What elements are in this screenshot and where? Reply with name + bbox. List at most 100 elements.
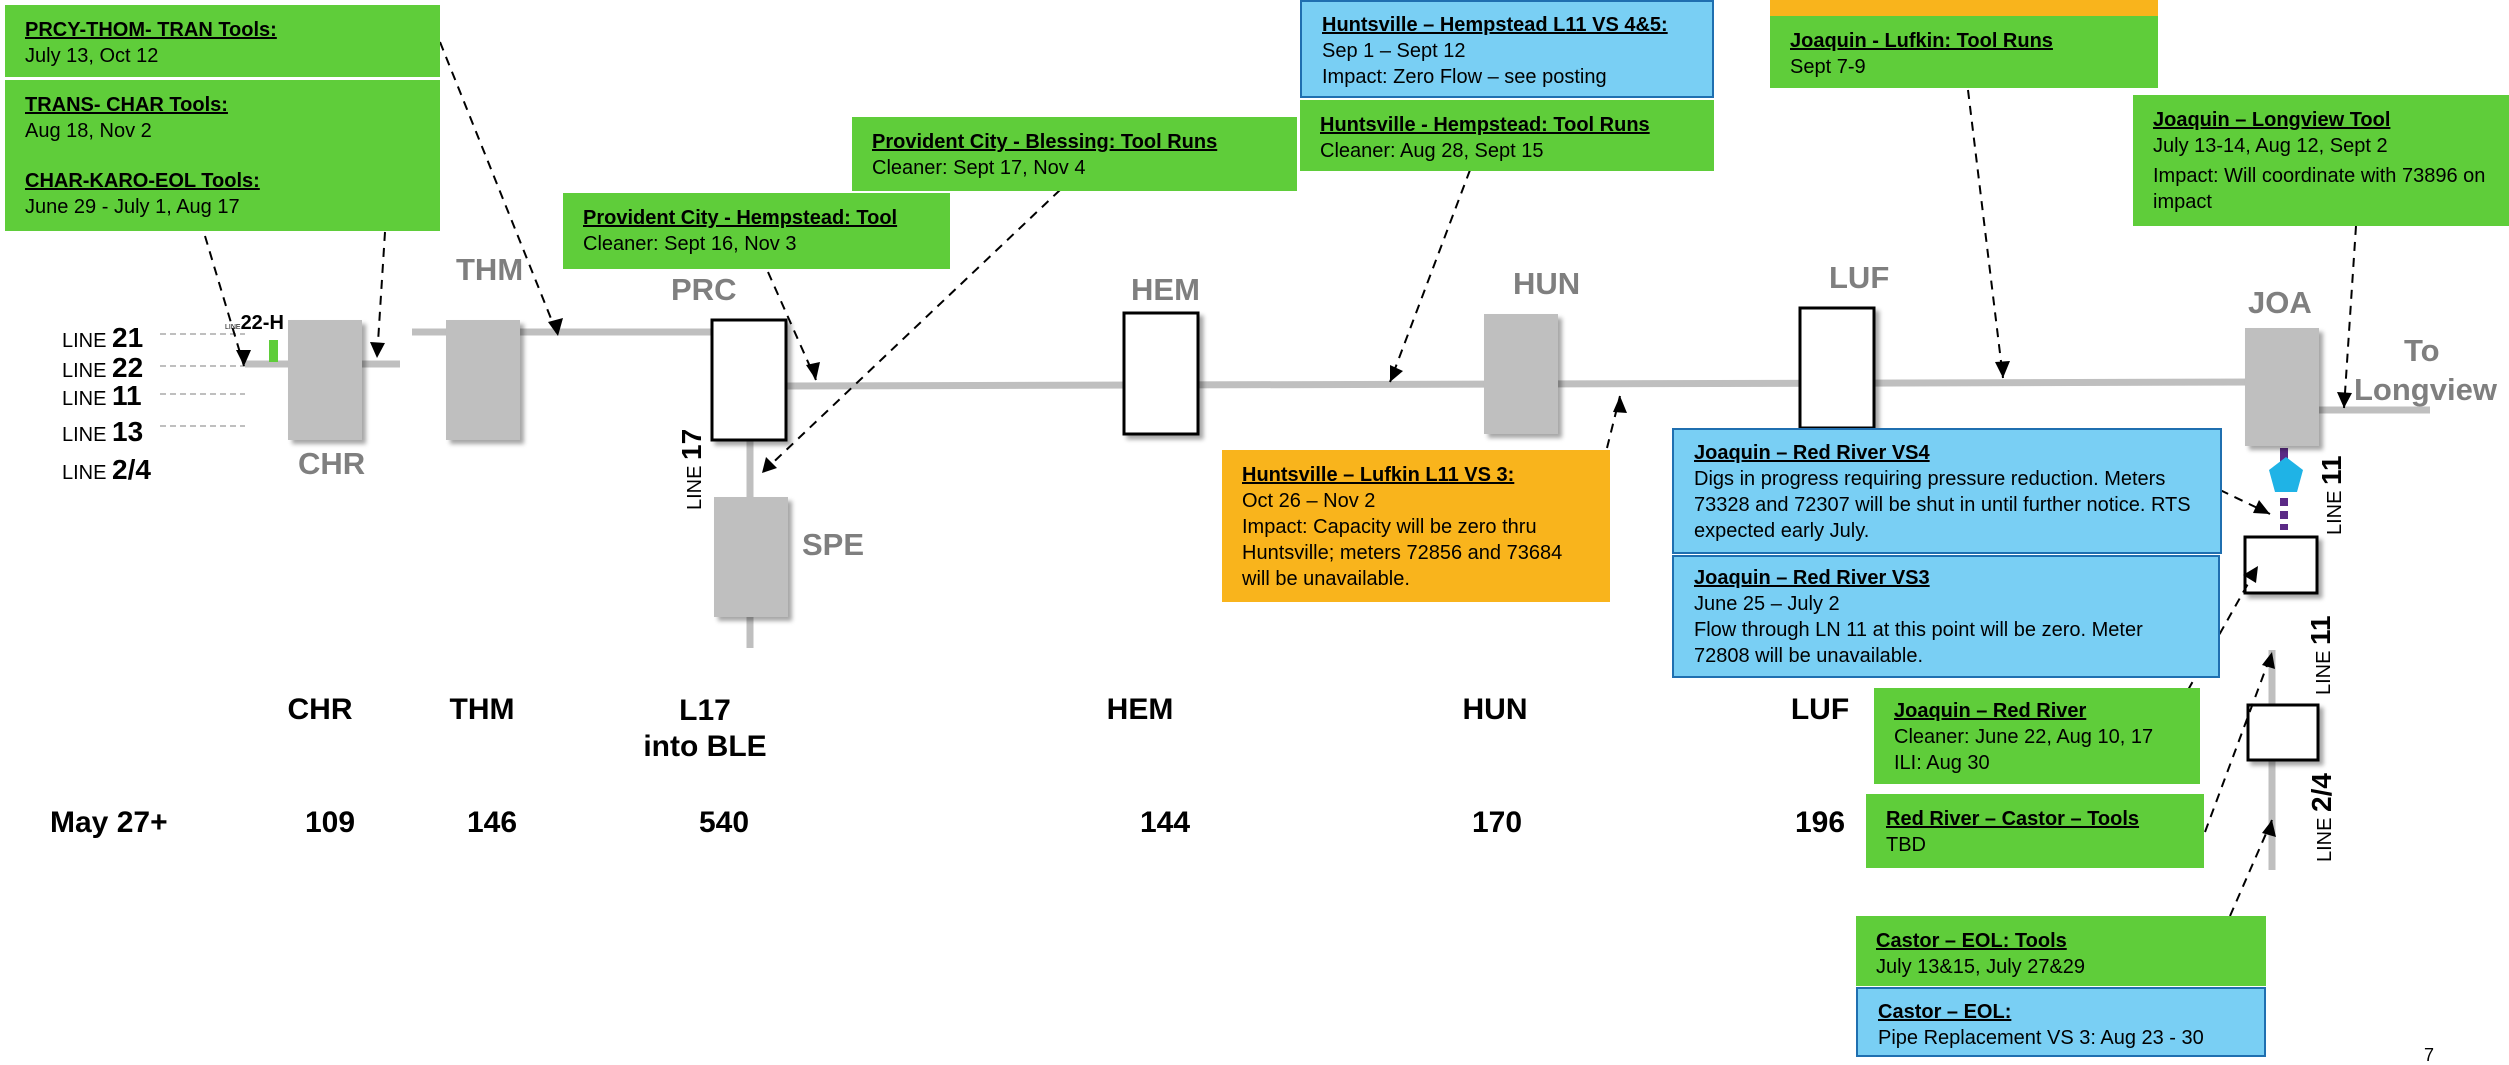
line-17-label: LINE 17 — [676, 429, 708, 510]
line-prefix: LINE — [2324, 490, 2346, 535]
callout-title: CHAR-KARO-EOL Tools: — [25, 170, 260, 192]
line-prefix: LINE — [2314, 817, 2336, 862]
callout-arrows — [204, 41, 2357, 917]
line-number: 2/4 — [2306, 773, 2337, 812]
line-prefix: LINE — [2313, 650, 2335, 695]
callout-title: Huntsville - Hempstead: Tool Runs — [1320, 114, 1650, 136]
callout-provident-blessing: Provident City - Blessing: Tool Runs Cle… — [852, 117, 1297, 191]
callout-joaquin-red-river: Joaquin – Red River Cleaner: June 22, Au… — [1874, 688, 2200, 784]
callout-title: Joaquin – Longview Tool — [2153, 109, 2391, 131]
station-spe — [714, 497, 788, 617]
station-label-luf: LUF — [1829, 260, 1890, 295]
line-prefix: LINE — [62, 462, 107, 484]
callout-huntsville-hempstead-vs: Huntsville – Hempstead L11 VS 4&5: Sep 1… — [1300, 0, 1714, 98]
callout-line: Impact: Zero Flow – see posting — [1322, 66, 1607, 88]
line-number: 21 — [112, 322, 144, 353]
capacity-thm: 146 — [466, 806, 518, 839]
capacity-hem: 144 — [1139, 806, 1191, 839]
callout-line: Cleaner: June 22, Aug 10, 17 — [1894, 726, 2154, 748]
destination-label-to: To — [2404, 333, 2440, 368]
line-number: 22 — [112, 352, 144, 383]
line-prefix: LINE — [62, 330, 107, 352]
line-number: 11 — [112, 380, 142, 411]
line-label-13: LINE 13 — [62, 416, 143, 448]
callout-prcy-thom-tran: PRCY-THOM- TRAN Tools: July 13, Oct 12 — [5, 5, 440, 77]
callout-line: July 13-14, Aug 12, Sept 2 — [2153, 135, 2388, 157]
callout-joaquin-red-river-vs4: Joaquin – Red River VS4 Digs in progress… — [1672, 428, 2222, 554]
line-label-22: LINE 22 — [62, 352, 143, 384]
callout-title: Castor – EOL: Tools — [1876, 930, 2067, 952]
callout-line: Digs in progress requiring pressure redu… — [1694, 468, 2191, 542]
stations-white — [710, 306, 2320, 762]
line-11-label-lower: LINE 11 — [2305, 615, 2337, 695]
callout-line: Sep 1 – Sept 12 — [1322, 40, 1466, 62]
station-label-spe: SPE — [802, 527, 865, 562]
line-prefix: LINE — [62, 424, 107, 446]
callout-huntsville-lufkin: Huntsville – Lufkin L11 VS 3: Oct 26 – N… — [1222, 450, 1610, 602]
callout-line: July 13&15, July 27&29 — [1876, 956, 2086, 978]
callout-line: Cleaner: Sept 17, Nov 4 — [872, 157, 1086, 179]
callout-line: Sept 7-9 — [1790, 56, 1866, 78]
station-label-joa: JOA — [2248, 285, 2312, 320]
line-label-2-4: LINE 2/4 — [62, 454, 151, 486]
callout-line: June 29 - July 1, Aug 17 — [25, 196, 240, 218]
callout-line: Aug 18, Nov 2 — [25, 120, 152, 142]
arrow-heads — [236, 318, 2352, 837]
callout-line: TBD — [1886, 834, 1926, 856]
column-header-l17: L17 into BLE — [620, 693, 790, 765]
station-thm — [446, 320, 520, 440]
station-label-thm: THM — [456, 252, 524, 287]
callout-line: Pipe Replacement VS 3: Aug 23 - 30 — [1878, 1027, 2204, 1049]
line-2-4-label-vertical: LINE 2/4 — [2306, 773, 2338, 862]
callout-line: ILI: Aug 30 — [1894, 752, 1990, 774]
line-number: 11 — [2305, 615, 2336, 645]
callout-line: Oct 26 – Nov 2 — [1242, 490, 1376, 512]
column-header-luf: LUF — [1790, 693, 1850, 726]
callout-title: Joaquin - Lufkin: Tool Runs — [1790, 30, 2053, 52]
line-number: 11 — [2316, 455, 2347, 485]
line-11-label-upper: LINE 11 — [2316, 455, 2348, 535]
callout-line: June 25 – July 2 — [1694, 593, 1840, 615]
callout-title: Huntsville – Hempstead L11 VS 4&5: — [1322, 14, 1668, 36]
line-prefix: LINE — [225, 324, 241, 331]
line-number: 22-H — [240, 312, 284, 334]
station-castor — [2246, 703, 2320, 762]
destination-label-longview: Longview — [2354, 372, 2497, 407]
callout-line: Impact: Capacity will be zero thru Hunts… — [1242, 516, 1563, 590]
callout-line: Flow through LN 11 at this point will be… — [1694, 619, 2143, 667]
station-hem — [1122, 311, 1200, 436]
joa-red-river-link — [2269, 448, 2303, 530]
capacity-chr: 109 — [304, 806, 356, 839]
callout-line: July 13, Oct 12 — [25, 45, 159, 67]
column-header-hun: HUN — [1462, 693, 1528, 726]
callout-joaquin-lufkin: Joaquin - Lufkin: Tool Runs Sept 7-9 — [1770, 16, 2158, 88]
line-prefix: LINE — [62, 360, 107, 382]
column-header-l17-line1: L17 — [679, 694, 731, 727]
line-label-22h: LINE22-H — [225, 312, 284, 335]
line-stubs — [160, 333, 245, 427]
callout-orange-strip — [1770, 0, 2158, 16]
callout-title: Castor – EOL: — [1878, 1001, 2012, 1023]
station-label-chr: CHR — [298, 446, 366, 481]
callout-joaquin-red-river-vs3: Joaquin – Red River VS3 June 25 – July 2… — [1672, 555, 2220, 678]
callout-castor-eol-tools: Castor – EOL: Tools July 13&15, July 27&… — [1856, 916, 2266, 986]
line-number: 13 — [112, 416, 144, 447]
callout-title: PRCY-THOM- TRAN Tools: — [25, 19, 277, 41]
line-number: 17 — [676, 428, 707, 460]
line-22h-marker — [269, 340, 278, 362]
callout-line: Cleaner: Sept 16, Nov 3 — [583, 233, 797, 255]
callout-castor-eol: Castor – EOL: Pipe Replacement VS 3: Aug… — [1856, 987, 2266, 1057]
callout-title: Joaquin – Red River VS4 — [1694, 442, 1930, 464]
callout-title: TRANS- CHAR Tools: — [25, 94, 228, 116]
callout-trans-char-karo: TRANS- CHAR Tools: Aug 18, Nov 2 CHAR-KA… — [5, 80, 440, 231]
callout-title: Red River – Castor – Tools — [1886, 808, 2140, 830]
capacity-luf: 196 — [1794, 806, 1846, 839]
stations-grey — [288, 314, 2319, 617]
station-red-river — [2243, 535, 2319, 595]
column-header-chr: CHR — [287, 693, 353, 726]
line-label-11: LINE 11 — [62, 380, 142, 412]
callout-line: Impact: Will coordinate with 73896 on im… — [2153, 165, 2486, 213]
column-header-hem: HEM — [1106, 693, 1174, 726]
capacity-l17: 540 — [698, 806, 750, 839]
